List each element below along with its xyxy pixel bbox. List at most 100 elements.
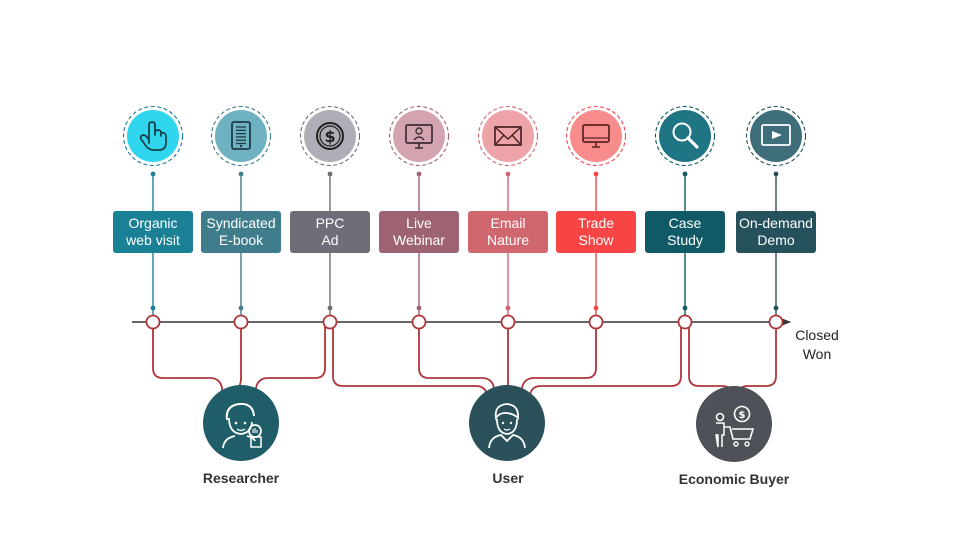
user-icon xyxy=(488,403,526,449)
touchpoint-4 xyxy=(477,105,539,330)
stem-dot xyxy=(238,305,244,311)
stem-dot xyxy=(773,305,779,311)
envelope-icon xyxy=(494,126,522,146)
touchpoint-label-line2: Webinar xyxy=(393,232,445,248)
stem-dot xyxy=(416,171,422,177)
timeline-node xyxy=(588,314,604,330)
touchpoint-label-line1: Email xyxy=(490,215,526,231)
magnifier-icon xyxy=(672,122,699,149)
connector-tradeshow-user xyxy=(521,329,597,398)
persona-name-user: User xyxy=(492,470,524,486)
touchpoint-label-line1: Syndicated xyxy=(206,215,276,231)
icon-dashed-ring xyxy=(565,105,627,167)
timeline-node xyxy=(500,314,516,330)
touchpoint-2: $ xyxy=(299,105,361,330)
persona-economic-buyer: $ xyxy=(696,386,772,462)
stem-dot xyxy=(505,305,511,311)
icon-dashed-ring xyxy=(745,105,807,167)
icon-circle xyxy=(393,110,445,162)
icon-dashed-ring xyxy=(210,105,272,167)
persona-circle xyxy=(203,385,279,461)
touchpoints: $ xyxy=(122,105,807,330)
persona-circle xyxy=(696,386,772,462)
ebook-reader-icon xyxy=(231,121,251,150)
svg-text:$: $ xyxy=(739,410,746,421)
timeline-node xyxy=(145,314,161,330)
touchpoint-label-line2: web visit xyxy=(126,232,180,248)
touchpoint-3 xyxy=(388,105,450,330)
timeline-node xyxy=(322,314,338,330)
connector-organic-researcher xyxy=(152,329,223,398)
closed-won-line1: Closed xyxy=(795,327,839,343)
touchpoint-0 xyxy=(122,105,184,330)
persona-user xyxy=(469,385,545,461)
touchpoint-label-line1: Organic xyxy=(128,215,178,231)
connector-casestudy-user xyxy=(529,327,682,400)
touchpoint-label-line1: Case xyxy=(668,215,702,231)
display-monitor-icon xyxy=(582,124,610,148)
stem-dot xyxy=(150,171,156,177)
stem-dot xyxy=(593,171,599,177)
stem-dot xyxy=(238,171,244,177)
stem-dot xyxy=(327,305,333,311)
hand-pointer-icon xyxy=(139,121,167,151)
icon-circle xyxy=(215,110,267,162)
webinar-monitor-icon xyxy=(405,124,433,149)
persona-circle xyxy=(469,385,545,461)
touchpoint-7 xyxy=(745,105,807,330)
icon-circle xyxy=(127,110,179,162)
connector-ppc-user xyxy=(332,327,488,400)
touchpoint-label-line2: Study xyxy=(667,232,703,248)
stem-dot xyxy=(773,171,779,177)
touchpoint-label-line2: Demo xyxy=(757,232,795,248)
touchpoint-label-line1: Live xyxy=(406,215,432,231)
persona-name-researcher: Researcher xyxy=(202,470,280,486)
touchpoint-label-line2: Ad xyxy=(321,232,339,248)
stem-dot xyxy=(505,171,511,177)
touchpoint-label-line2: Show xyxy=(578,232,614,248)
stem-dot xyxy=(593,305,599,311)
icon-circle xyxy=(304,110,356,162)
icon-dashed-ring xyxy=(388,105,450,167)
svg-text:$: $ xyxy=(324,127,335,146)
timeline-node xyxy=(411,314,427,330)
touchpoint-6 xyxy=(654,105,716,330)
touchpoint-label-line1: PPC xyxy=(315,215,345,231)
timeline-node xyxy=(233,314,249,330)
personas: $ xyxy=(203,385,772,462)
icon-dashed-ring xyxy=(122,105,184,167)
persona-researcher xyxy=(203,385,279,461)
stem-dot xyxy=(682,305,688,311)
closed-won-line2: Won xyxy=(802,346,832,362)
touchpoint-5 xyxy=(565,105,627,330)
touchpoint-label-line1: On-demand xyxy=(739,215,813,231)
icon-circle xyxy=(570,110,622,162)
persona-name-economic-buyer: Economic Buyer xyxy=(678,471,790,487)
stem-dot xyxy=(150,305,156,311)
connector-webinar-user xyxy=(418,329,495,398)
researcher-icon xyxy=(222,402,262,449)
icon-dashed-ring xyxy=(654,105,716,167)
icon-circle xyxy=(659,110,711,162)
icon-dashed-ring xyxy=(477,105,539,167)
touchpoint-label-line1: Trade xyxy=(577,215,615,231)
connector-ppc-researcher xyxy=(255,327,326,398)
timeline-node xyxy=(677,314,693,330)
stem-dot xyxy=(682,171,688,177)
timeline-node xyxy=(768,314,784,330)
video-play-icon xyxy=(761,124,791,146)
icon-dashed-ring xyxy=(299,105,361,167)
economic-buyer-icon: $ xyxy=(715,405,755,448)
icon-circle xyxy=(482,110,534,162)
dollar-coin-icon: $ xyxy=(316,122,344,150)
touchpoint-label-line2: E-book xyxy=(218,232,264,248)
